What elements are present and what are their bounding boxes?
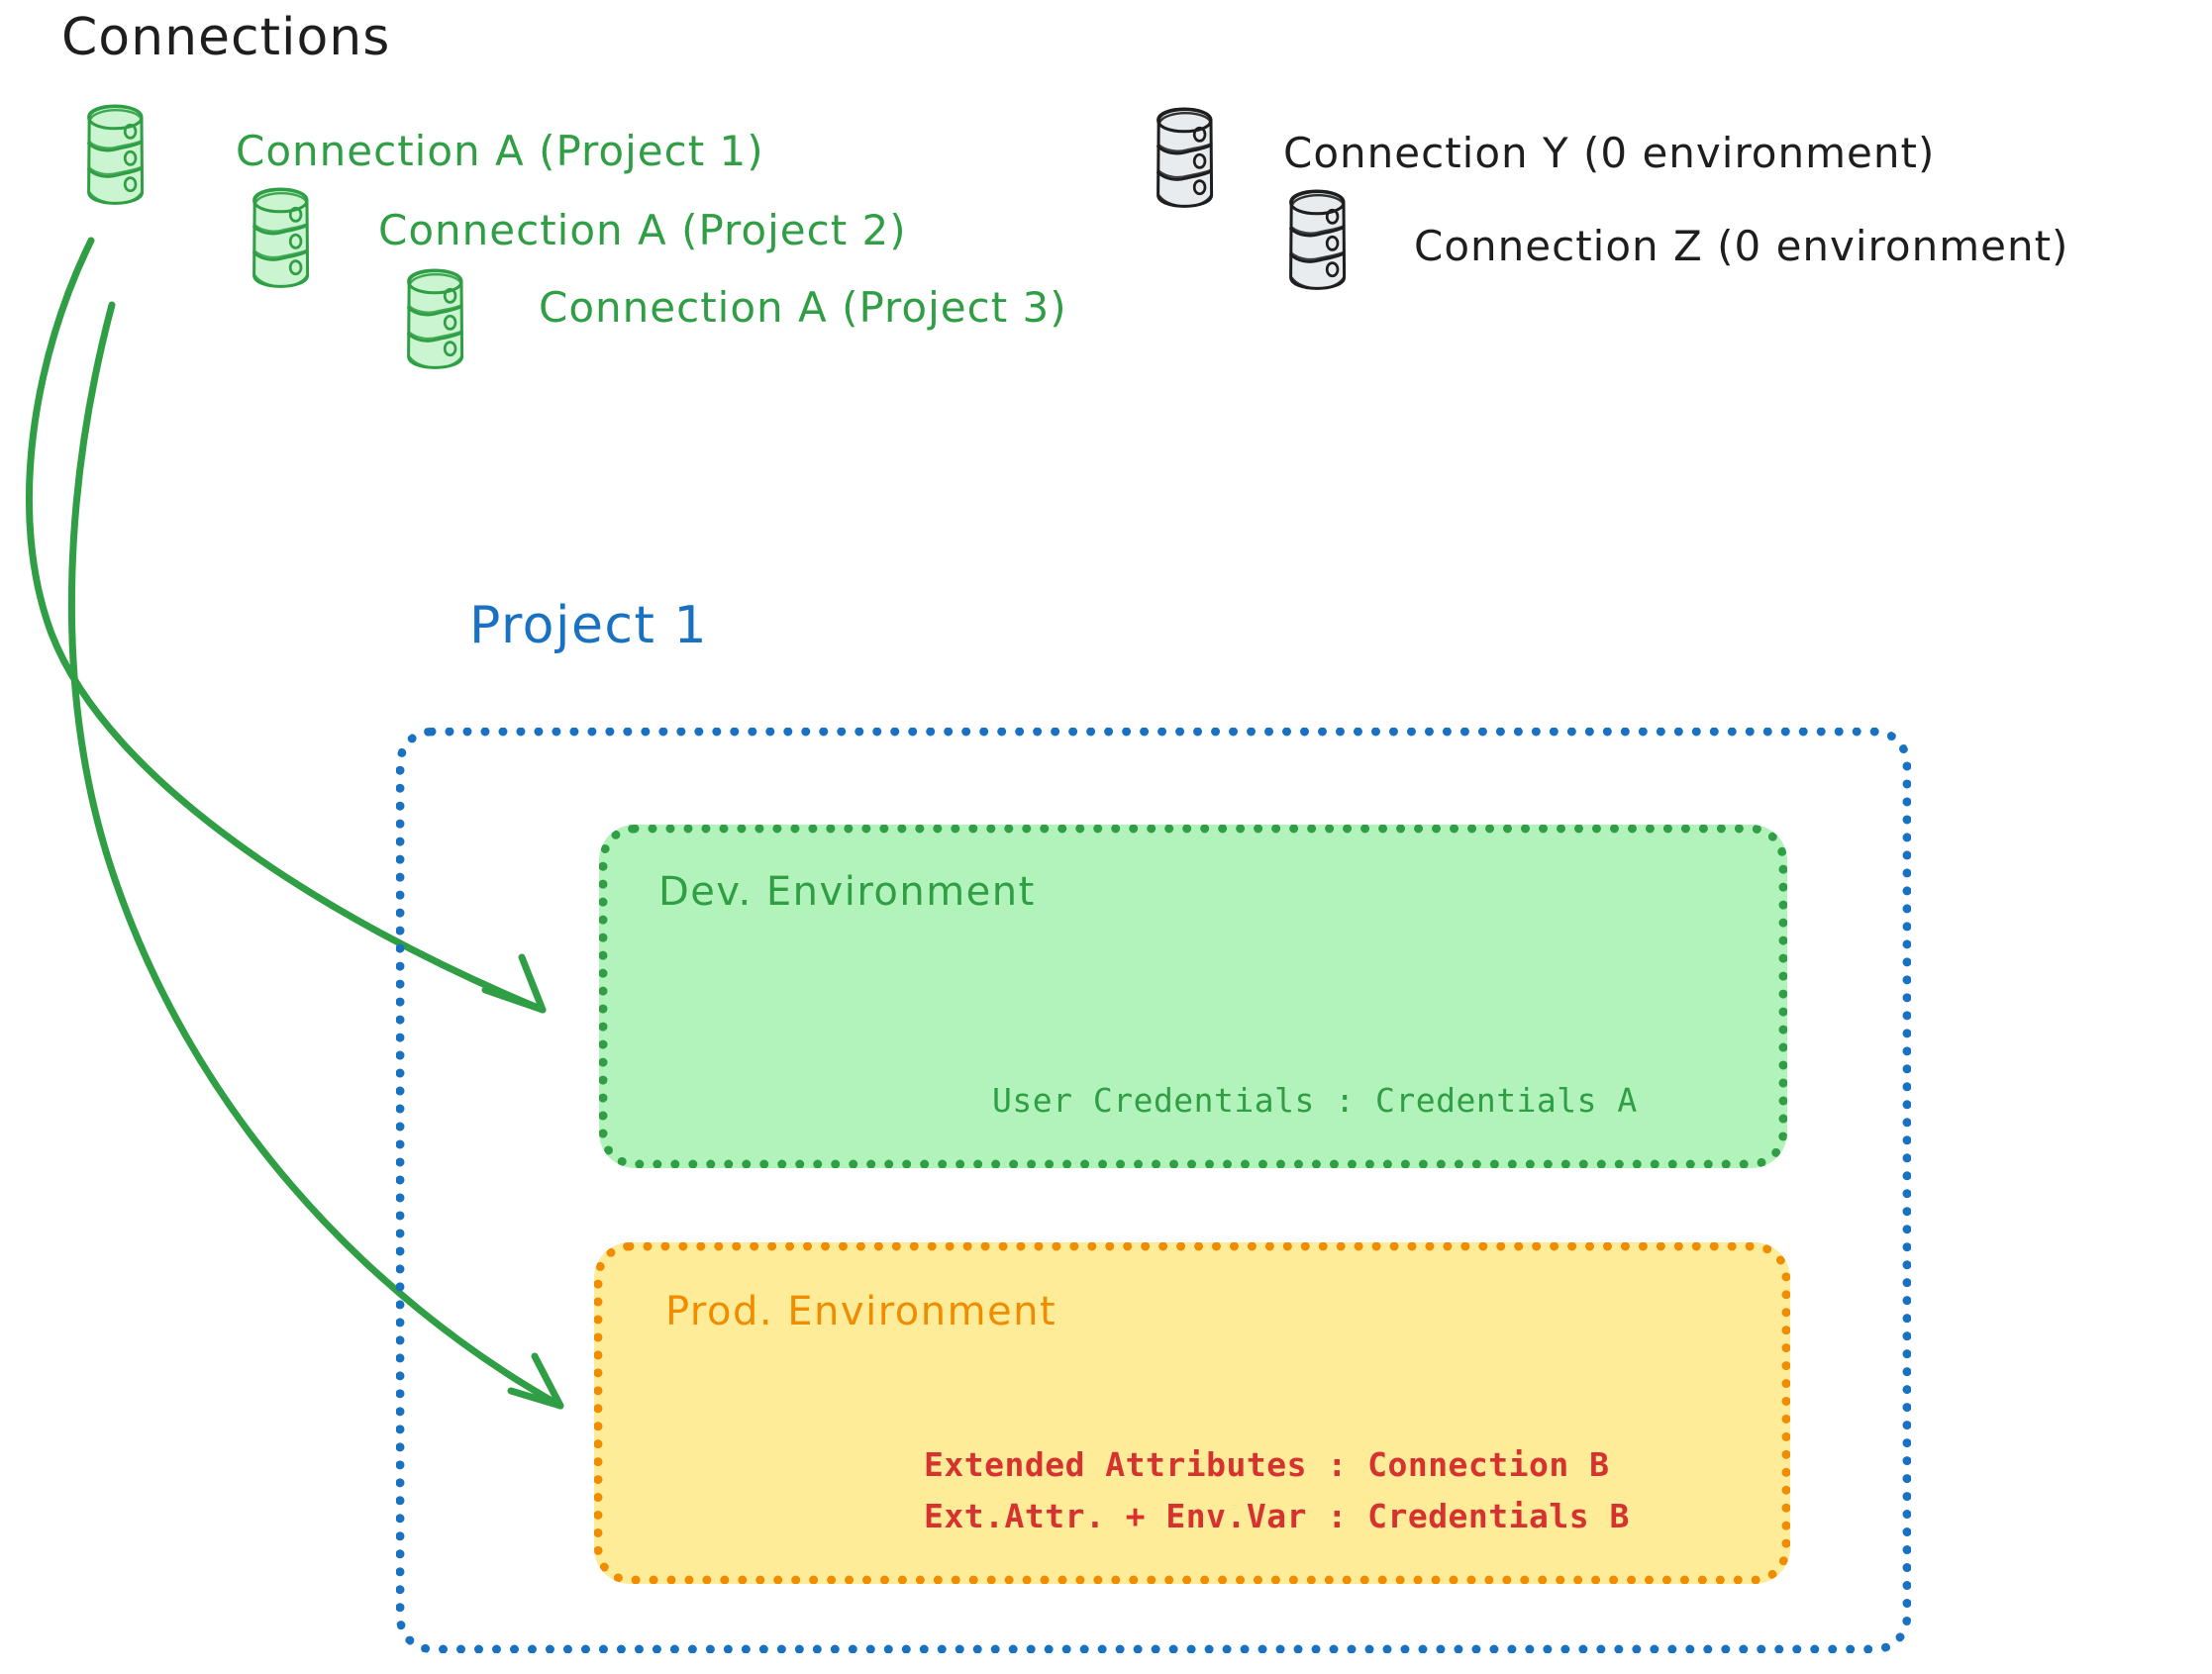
prod-environment-title: Prod. Environment xyxy=(665,1289,1057,1334)
database-cylinder-icon-connection-a-1 xyxy=(87,104,143,205)
arrow-connection-a-to-prod xyxy=(67,301,564,1410)
dev-environment-title: Dev. Environment xyxy=(658,869,1036,915)
project-title: Project 1 xyxy=(469,596,709,655)
database-cylinder-icon-connection-z xyxy=(1289,189,1345,290)
connection-label-a-project-2: Connection A (Project 2) xyxy=(378,206,907,254)
connection-label-a-project-1: Connection A (Project 1) xyxy=(236,127,764,175)
dev-environment-box xyxy=(599,825,1787,1168)
connection-label-a-project-3: Connection A (Project 3) xyxy=(539,283,1067,332)
connection-label-y: Connection Y (0 environment) xyxy=(1283,129,1936,177)
connection-label-z: Connection Z (0 environment) xyxy=(1414,222,2069,270)
prod-environment-line-1: Extended Attributes : Connection B xyxy=(924,1445,1610,1484)
database-cylinder-icon-connection-a-2 xyxy=(252,187,308,288)
database-cylinder-icon-connection-y xyxy=(1156,107,1212,208)
prod-environment-box xyxy=(594,1242,1790,1584)
dev-environment-line-1: User Credentials : Credentials A xyxy=(992,1081,1638,1120)
prod-environment-line-2: Ext.Attr. + Env.Var : Credentials B xyxy=(924,1497,1630,1535)
database-cylinder-icon-connection-a-3 xyxy=(407,268,462,369)
project-1-container xyxy=(396,728,1911,1653)
arrow-connection-a-to-dev xyxy=(25,237,547,1014)
page-title: Connections xyxy=(61,8,391,67)
